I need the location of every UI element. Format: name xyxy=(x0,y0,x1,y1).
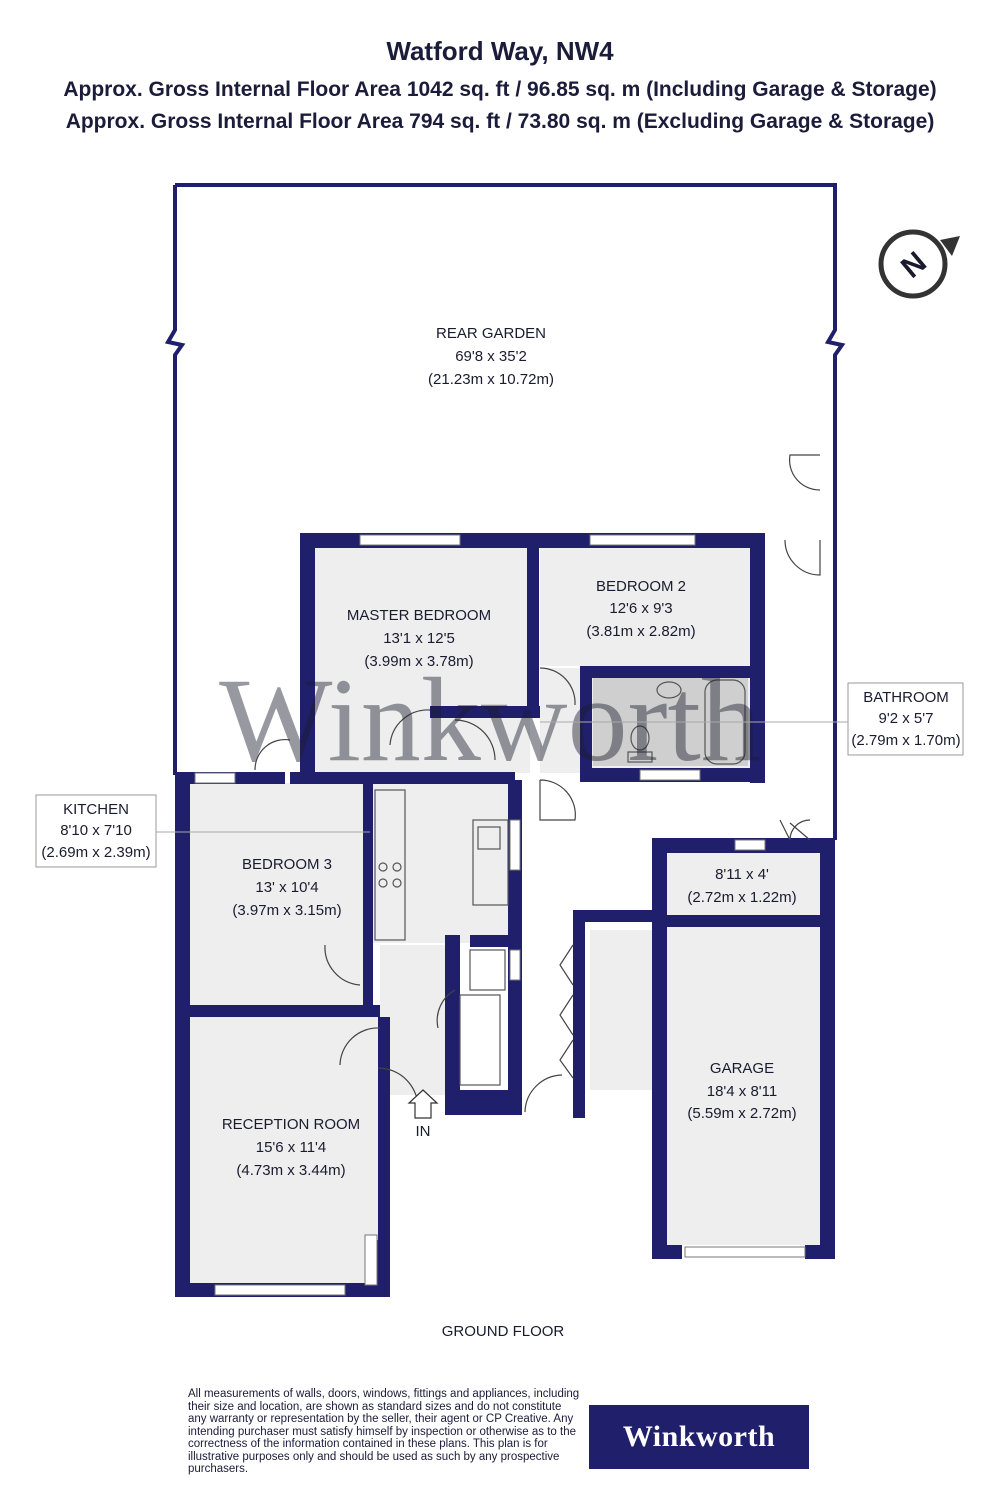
plan-title: Watford Way, NW4 xyxy=(386,36,614,66)
reception-imperial: 15'6 x 11'4 xyxy=(256,1139,327,1156)
rear-garden-metric: (21.23m x 10.72m) xyxy=(428,371,554,388)
walls xyxy=(175,533,835,1297)
windows xyxy=(194,534,806,1296)
winkworth-logo: Winkworth xyxy=(589,1405,809,1469)
rear-garden-imperial: 69'8 x 35'2 xyxy=(455,348,527,365)
bedroom3-metric: (3.97m x 3.15m) xyxy=(232,902,341,919)
disclaimer: All measurements of walls, doors, window… xyxy=(188,1388,580,1475)
kitchen-name: KITCHEN xyxy=(63,801,129,818)
area-excluding-garage: Approx. Gross Internal Floor Area 794 sq… xyxy=(65,110,935,133)
garage-name: GARAGE xyxy=(710,1060,774,1077)
doors xyxy=(254,454,821,1113)
compass-letter: N xyxy=(895,246,933,285)
kitchen-metric: (2.69m x 2.39m) xyxy=(41,844,150,861)
bathroom-metric: (2.79m x 1.70m) xyxy=(851,732,960,749)
entrance-arrow-icon xyxy=(407,1089,439,1119)
bedroom2-metric: (3.81m x 2.82m) xyxy=(586,623,695,640)
master-bedroom-metric: (3.99m x 3.78m) xyxy=(364,653,473,670)
rear-garden-name: REAR GARDEN xyxy=(436,325,546,342)
garage-metric: (5.59m x 2.72m) xyxy=(687,1105,796,1122)
compass-icon: N xyxy=(878,229,960,299)
reception-name: RECEPTION ROOM xyxy=(222,1116,360,1133)
watermark: Winkworth xyxy=(219,653,761,786)
garage-imperial: 18'4 x 8'11 xyxy=(707,1083,778,1100)
bathroom-name: BATHROOM xyxy=(863,689,949,706)
master-bedroom-imperial: 13'1 x 12'5 xyxy=(383,630,455,647)
storage-metric: (2.72m x 1.22m) xyxy=(687,889,796,906)
entrance-label: IN xyxy=(416,1123,431,1140)
floor-label: GROUND FLOOR xyxy=(442,1323,565,1340)
bathroom-imperial: 9'2 x 5'7 xyxy=(879,710,934,727)
garden-boundary xyxy=(164,183,846,840)
master-bedroom-name: MASTER BEDROOM xyxy=(347,607,491,624)
bedroom2-name: BEDROOM 2 xyxy=(596,578,686,595)
bedroom2-imperial: 12'6 x 9'3 xyxy=(609,600,672,617)
fittings xyxy=(374,679,746,1086)
area-including-garage: Approx. Gross Internal Floor Area 1042 s… xyxy=(63,78,937,101)
callout-boxes xyxy=(35,682,964,868)
bedroom3-imperial: 13' x 10'4 xyxy=(255,879,318,896)
storage-imperial: 8'11 x 4' xyxy=(715,866,769,883)
reception-metric: (4.73m x 3.44m) xyxy=(236,1162,345,1179)
room-floors xyxy=(188,548,820,1283)
bedroom3-name: BEDROOM 3 xyxy=(242,856,332,873)
kitchen-imperial: 8'10 x 7'10 xyxy=(60,822,132,839)
